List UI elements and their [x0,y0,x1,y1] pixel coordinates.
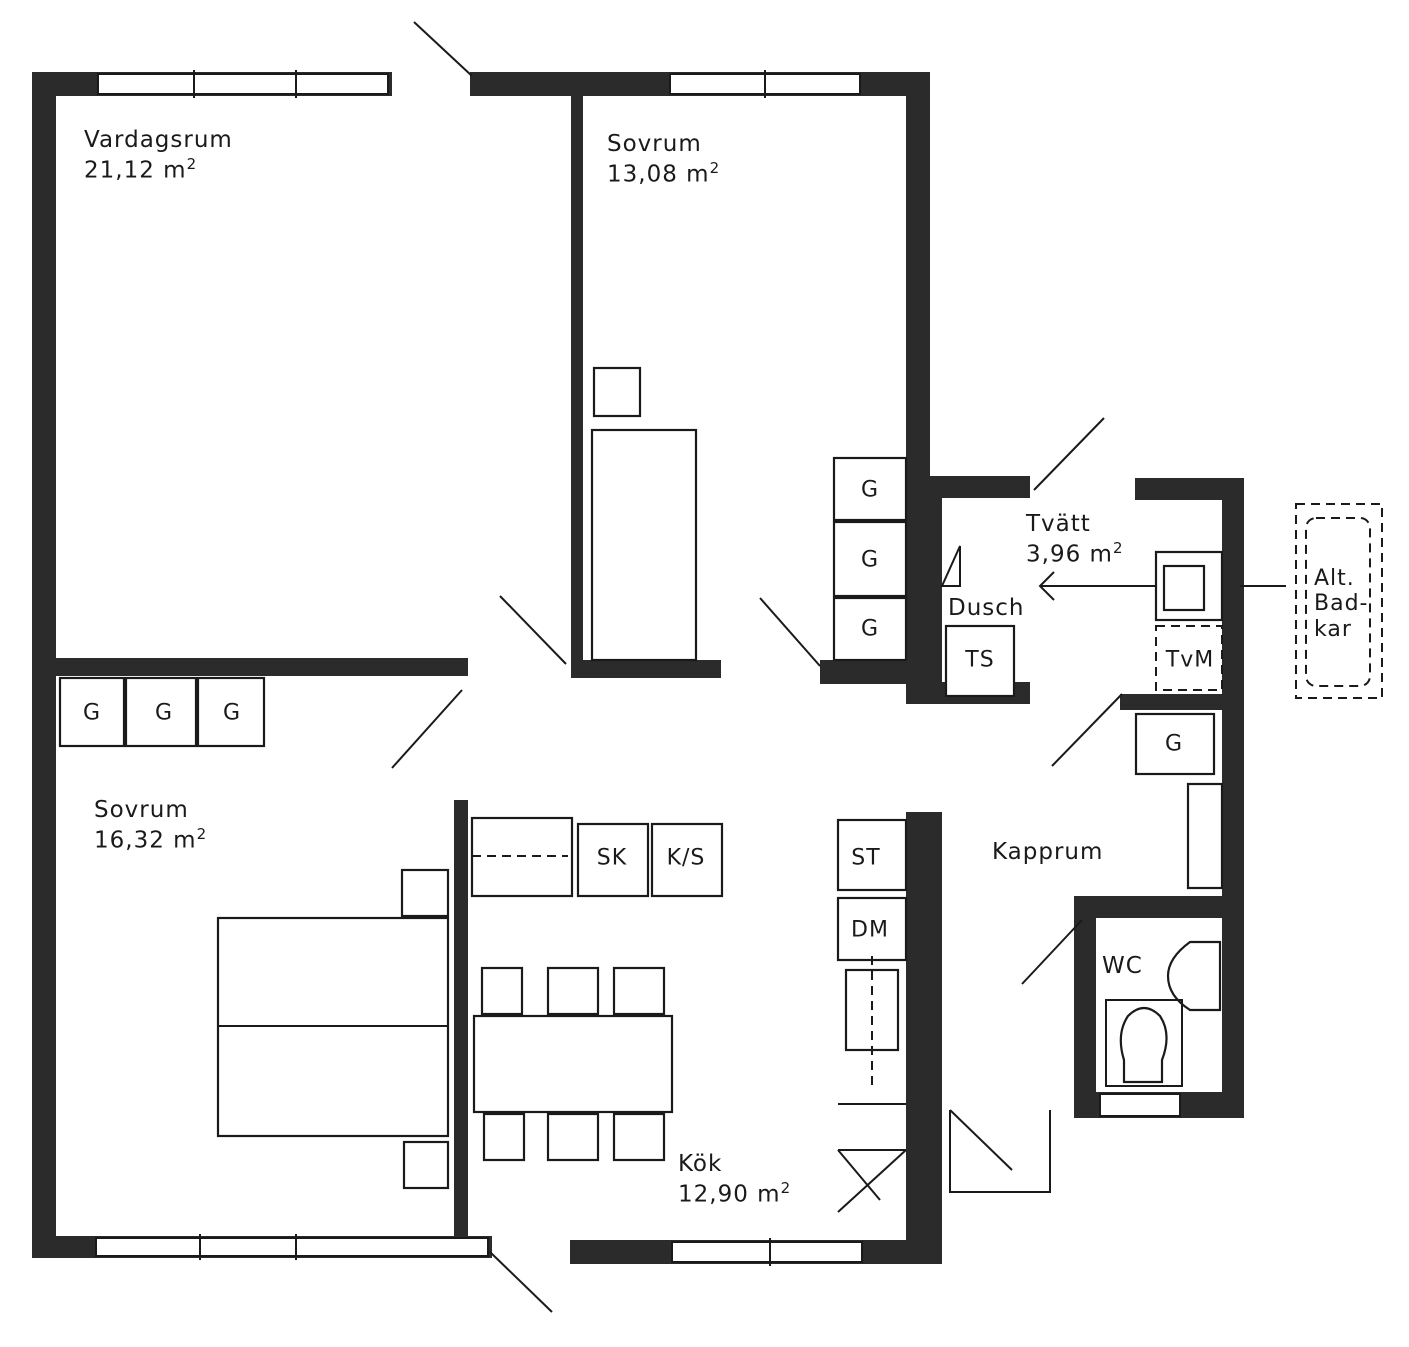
tvm-label: TvM [1165,647,1215,673]
doors [391,21,1123,1313]
ks-label: K/S [666,845,706,871]
wardrobe-label: G [860,477,880,503]
alt-badkar-label: Alt. Bad- kar [1314,566,1368,642]
wardrobe-label: G [860,616,880,642]
sk-label: SK [596,845,628,871]
kok-label: Kök 12,90 m2 [678,1150,791,1209]
wardrobe-label: G [222,700,242,726]
kapprum-label: Kapprum [992,839,1104,865]
kitchen-fixtures [470,816,908,1213]
sovrum-13-label: Sovrum 13,08 m2 [607,130,720,189]
room-area: 21,12 m2 [84,154,198,184]
bedroom-furniture [216,366,698,1190]
room-name: Kök [678,1151,723,1177]
alt-badkar-line: Alt. [1314,566,1355,591]
room-area: 16,32 m2 [94,824,208,854]
vardagsrum-label: Vardagsrum 21,12 m2 [84,126,233,185]
laundry-fixtures [940,503,1383,1087]
wardrobes [58,456,1224,890]
room-name: Sovrum [607,131,702,157]
room-area: 12,90 m2 [678,1178,792,1208]
wardrobe-label: G [82,700,102,726]
room-name: Sovrum [94,797,189,823]
alt-badkar-line: kar [1314,616,1352,642]
tvatt-label: Tvätt 3,96 m2 [1026,510,1123,569]
wardrobe-label: G [860,547,880,573]
ts-label: TS [965,647,995,673]
alt-badkar-line: Bad- [1314,591,1369,617]
sovrum-16-label: Sovrum 16,32 m2 [94,796,207,855]
wc-label: WC [1102,953,1143,979]
room-area: 13,08 m2 [607,158,721,188]
st-label: ST [851,845,881,871]
wardrobe-label: G [1164,731,1184,757]
room-area: 3,96 m2 [1026,538,1124,568]
dusch-label: Dusch [948,595,1025,621]
room-name: Tvätt [1026,511,1091,537]
wardrobe-label: G [154,700,174,726]
windows [95,70,1181,1266]
dm-label: DM [851,917,889,943]
room-name: Vardagsrum [84,127,233,153]
